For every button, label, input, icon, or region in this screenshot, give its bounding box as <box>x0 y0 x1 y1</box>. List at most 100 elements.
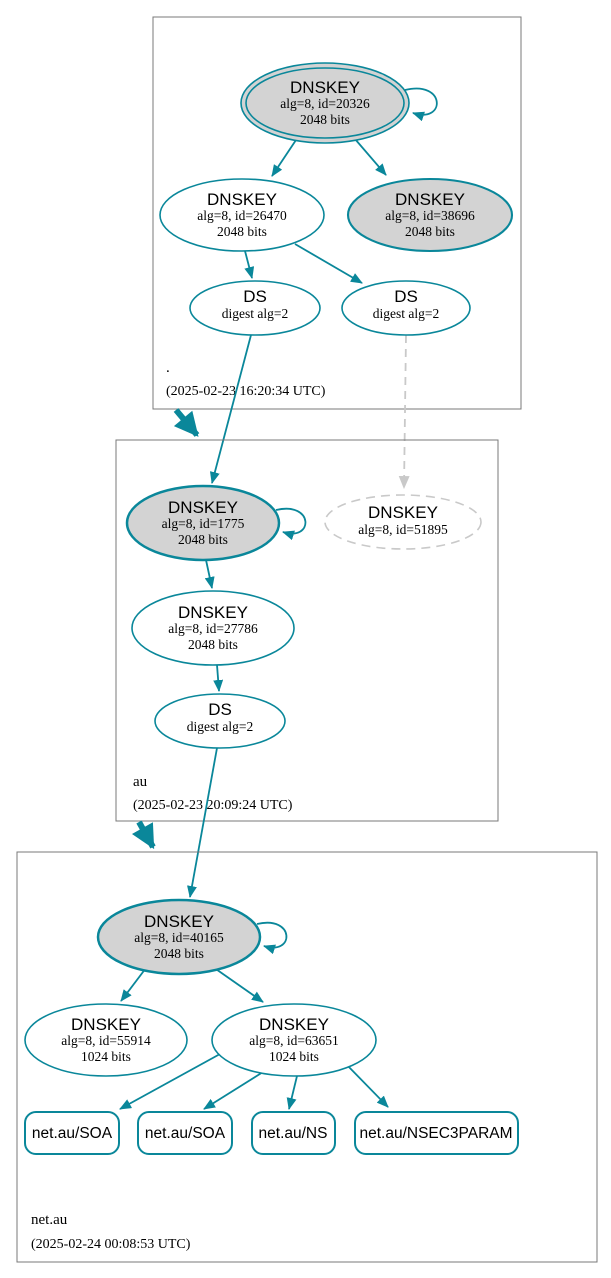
dnskey-node-26470[interactable]: DNSKEY alg=8, id=26470 2048 bits <box>159 178 325 252</box>
dnskey-ellipse <box>346 177 514 253</box>
ds-title: DS <box>243 287 267 306</box>
edge-63651-signs-ns <box>286 1075 298 1110</box>
dnskey-ellipse-dashed <box>324 494 482 550</box>
edge-27786-signs-ds <box>213 664 224 692</box>
edge-26470-signs-ds1 <box>244 250 255 279</box>
zone-label-au: au <box>133 774 148 790</box>
rrset-rect <box>137 1111 233 1155</box>
dnskey-node-27786[interactable]: DNSKEY alg=8, id=27786 2048 bits <box>131 590 295 666</box>
self-sign-loop-20326 <box>404 87 438 122</box>
ds-title: DS <box>208 700 232 719</box>
zone-au: au (2025-02-23 20:09:24 UTC) <box>115 439 499 822</box>
rrset-label: net.au/NSEC3PARAM <box>359 1125 512 1142</box>
dnskey-ellipse <box>24 1003 188 1077</box>
dnskey-bits: 2048 bits <box>154 946 204 961</box>
edge-40165-signs-63651 <box>212 966 264 1003</box>
dnskey-bits: 2048 bits <box>188 637 238 652</box>
edge-ds-root-to-dnskey-1775 <box>209 334 252 484</box>
rrset-label: net.au/SOA <box>145 1125 226 1142</box>
dnskey-node-20326[interactable]: DNSKEY alg=8, id=20326 2048 bits <box>240 62 410 144</box>
edge-20326-signs-26470 <box>271 139 297 177</box>
dnskey-detail: alg=8, id=26470 <box>197 208 287 223</box>
rrset-node-ns[interactable]: net.au/NS <box>251 1111 336 1155</box>
dnskey-detail: alg=8, id=20326 <box>280 96 370 111</box>
zone-box-au <box>115 439 499 822</box>
dnskey-title: DNSKEY <box>290 78 360 97</box>
rrset-node-nsec3param[interactable]: net.au/NSEC3PARAM <box>354 1111 519 1155</box>
zone-label-root: . <box>166 360 170 376</box>
edge-ds-au-to-dnskey-40165 <box>187 747 218 898</box>
dnskey-detail: alg=8, id=55914 <box>61 1033 151 1048</box>
dnskey-detail: alg=8, id=1775 <box>162 516 245 531</box>
trust-anchor-inner-ellipse <box>245 67 405 139</box>
edge-1775-signs-27786 <box>204 559 215 589</box>
dnskey-title: DNSKEY <box>259 1015 329 1034</box>
zone-timestamp-au: (2025-02-23 20:09:24 UTC) <box>133 798 293 813</box>
edge-40165-signs-55914 <box>120 967 147 1002</box>
ds-title: DS <box>394 287 418 306</box>
edge-ds-root-to-dnskey-51895-missing <box>398 334 410 490</box>
ds-detail: digest alg=2 <box>222 306 288 321</box>
dnskey-bits: 1024 bits <box>81 1049 131 1064</box>
dnskey-detail: alg=8, id=27786 <box>168 621 258 636</box>
dnskey-bits: 1024 bits <box>269 1049 319 1064</box>
edge-63651-signs-soa1 <box>119 1053 221 1110</box>
dnskey-ellipse <box>131 590 295 666</box>
dnskey-detail: alg=8, id=40165 <box>134 930 224 945</box>
dnskey-bits: 2048 bits <box>178 532 228 547</box>
zone-timestamp-root: (2025-02-23 16:20:34 UTC) <box>166 384 326 399</box>
dnskey-node-51895-missing[interactable]: DNSKEY alg=8, id=51895 <box>324 494 482 550</box>
rrset-label: net.au/NS <box>259 1125 328 1142</box>
dnskey-detail: alg=8, id=38696 <box>385 208 475 223</box>
dnskey-title: DNSKEY <box>168 498 238 517</box>
zone-timestamp-netau: (2025-02-24 00:08:53 UTC) <box>31 1237 191 1252</box>
rrset-node-soa-1[interactable]: net.au/SOA <box>24 1111 120 1155</box>
ds-ellipse <box>154 693 286 749</box>
ds-detail: digest alg=2 <box>187 719 253 734</box>
ds-node-root-right[interactable]: DS digest alg=2 <box>341 280 471 336</box>
zone-netau: net.au (2025-02-24 00:08:53 UTC) <box>16 851 598 1263</box>
edge-26470-signs-ds2 <box>294 243 363 284</box>
dnskey-node-1775[interactable]: DNSKEY alg=8, id=1775 2048 bits <box>125 484 281 562</box>
dnskey-ellipse <box>96 898 262 976</box>
edge-63651-signs-nsec3param <box>344 1062 389 1108</box>
dnskey-detail: alg=8, id=51895 <box>358 522 448 537</box>
ds-detail: digest alg=2 <box>373 306 439 321</box>
edge-63651-signs-soa2 <box>203 1071 264 1110</box>
ds-node-root-left[interactable]: DS digest alg=2 <box>189 280 321 336</box>
ds-ellipse <box>341 280 471 336</box>
zone-box-root <box>152 16 522 410</box>
zone-root: . (2025-02-23 16:20:34 UTC) <box>152 16 522 410</box>
dnskey-node-38696[interactable]: DNSKEY alg=8, id=38696 2048 bits <box>346 177 514 253</box>
dnskey-title: DNSKEY <box>368 503 438 522</box>
dnskey-ellipse <box>125 484 281 562</box>
rrset-label: net.au/SOA <box>32 1125 113 1142</box>
dnskey-bits: 2048 bits <box>405 224 455 239</box>
dnskey-node-40165[interactable]: DNSKEY alg=8, id=40165 2048 bits <box>96 898 262 976</box>
dnskey-node-63651[interactable]: DNSKEY alg=8, id=63651 1024 bits <box>211 1003 377 1077</box>
dnskey-title: DNSKEY <box>144 912 214 931</box>
dnskey-ellipse <box>159 178 325 252</box>
dnskey-node-55914[interactable]: DNSKEY alg=8, id=55914 1024 bits <box>24 1003 188 1077</box>
rrset-rect <box>251 1111 336 1155</box>
dnskey-detail: alg=8, id=63651 <box>249 1033 338 1048</box>
rrset-rect <box>24 1111 120 1155</box>
self-sign-loop-40165 <box>256 921 288 955</box>
zone-box-netau <box>16 851 598 1263</box>
delegation-arrow-root-to-au <box>173 408 200 437</box>
dnskey-title: DNSKEY <box>395 190 465 209</box>
ds-ellipse <box>189 280 321 336</box>
ds-node-au[interactable]: DS digest alg=2 <box>154 693 286 749</box>
dnskey-title: DNSKEY <box>207 190 277 209</box>
zone-label-netau: net.au <box>31 1212 68 1228</box>
dnskey-title: DNSKEY <box>178 603 248 622</box>
dnskey-ellipse <box>211 1003 377 1077</box>
rrset-node-soa-2[interactable]: net.au/SOA <box>137 1111 233 1155</box>
dnskey-title: DNSKEY <box>71 1015 141 1034</box>
dnskey-bits: 2048 bits <box>217 224 267 239</box>
rrset-rect <box>354 1111 519 1155</box>
edge-20326-signs-38696 <box>354 138 387 176</box>
dnskey-bits: 2048 bits <box>300 112 350 127</box>
